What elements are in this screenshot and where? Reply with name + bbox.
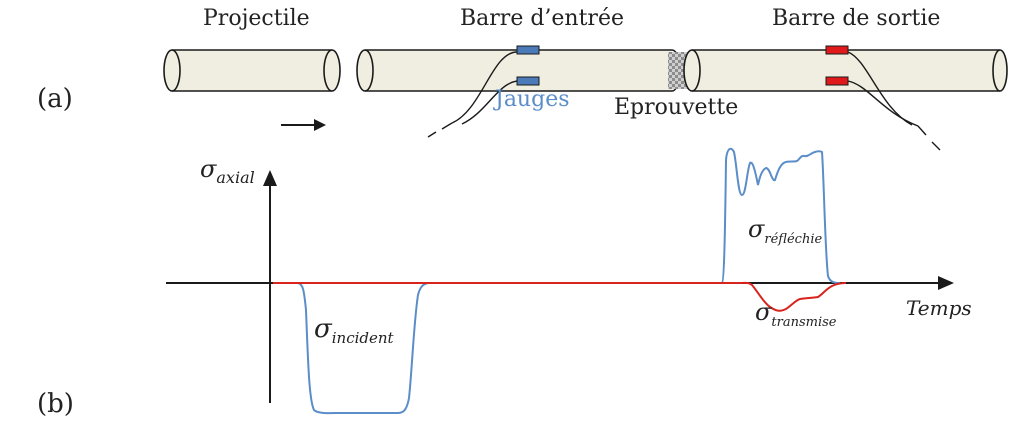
input-gauges — [427, 45, 540, 138]
specimen — [668, 52, 688, 89]
incident-stress-subscript: incident — [331, 329, 394, 348]
stress-axis — [263, 170, 277, 403]
output-gauges — [825, 45, 941, 151]
incident-reflected-signal — [273, 147, 841, 415]
reflected-stress-subscript: réfléchie — [764, 231, 823, 247]
stress-axis-symbol: σ — [200, 155, 217, 183]
projectile-label: Projectile — [203, 6, 310, 31]
transmitted-signal — [273, 281, 847, 312]
time-axis-label: Temps — [906, 296, 972, 320]
panel-label-a: (a) — [37, 84, 73, 114]
reflected-stress-label: σréfléchie — [748, 215, 822, 247]
specimen-label: Eprouvette — [614, 95, 739, 120]
incident-stress-label: σincident — [314, 314, 394, 347]
stress-axis-subscript: axial — [216, 167, 255, 187]
projectile — [163, 49, 341, 92]
transmitted-stress-subscript: transmise — [771, 314, 837, 330]
gauges-label: Jauges — [495, 87, 570, 112]
reflected-stress-symbol: σ — [748, 215, 765, 243]
transmitted-stress-symbol: σ — [755, 298, 772, 326]
projectile-arrow — [281, 119, 326, 131]
stress-axis-label: σaxial — [200, 155, 255, 187]
panel-label-b: (b) — [37, 389, 74, 419]
incident-stress-symbol: σ — [314, 314, 332, 344]
input-bar-label: Barre d’entrée — [460, 6, 624, 31]
transmitted-stress-label: σtransmise — [755, 298, 836, 330]
output-bar-label: Barre de sortie — [772, 6, 941, 31]
